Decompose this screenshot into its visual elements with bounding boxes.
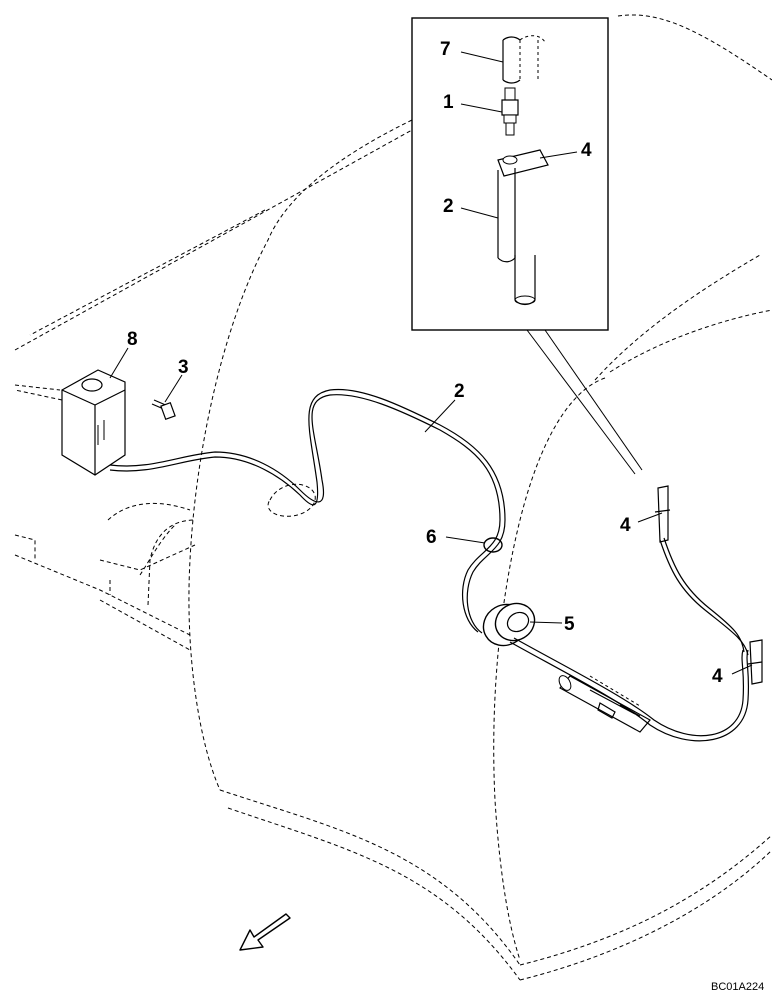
washer-hose-outer [509, 537, 750, 742]
callout-clamp-6: 6 [426, 527, 437, 548]
main-leaders [109, 347, 753, 675]
washer-tank [14, 369, 126, 476]
drawing-code: BC01A224 [711, 981, 764, 993]
callout-grommet-5: 5 [564, 614, 575, 635]
callout-tank-8: 8 [127, 329, 138, 350]
inset-hose-upper-7 [502, 35, 546, 84]
callout-clip-4-lower: 4 [712, 666, 723, 687]
inset-hose-lower-2 [497, 168, 536, 306]
callout-clip-4-upper: 4 [620, 515, 631, 536]
washer-hose [109, 388, 506, 634]
inset-leaders [460, 51, 578, 219]
hose-clip-upper [654, 485, 671, 543]
bolt [151, 399, 176, 421]
callout-bolt-3: 3 [178, 357, 189, 378]
inset-clip-4 [497, 149, 549, 177]
front-direction-arrow-icon [239, 913, 291, 951]
inset-joint-1 [501, 87, 519, 136]
callout-hose-2: 2 [454, 381, 465, 402]
wiper-nozzle [558, 675, 651, 733]
callout-inset-7: 7 [440, 39, 451, 60]
cab-outline [14, 14, 772, 981]
callout-inset-4: 4 [581, 140, 592, 161]
callout-inset-2: 2 [443, 196, 454, 217]
callout-inset-1: 1 [443, 92, 454, 113]
hose-clip-lower [747, 639, 763, 685]
grommet [482, 602, 536, 647]
hose-clamp [483, 537, 503, 553]
inset-pointer [526, 329, 643, 475]
